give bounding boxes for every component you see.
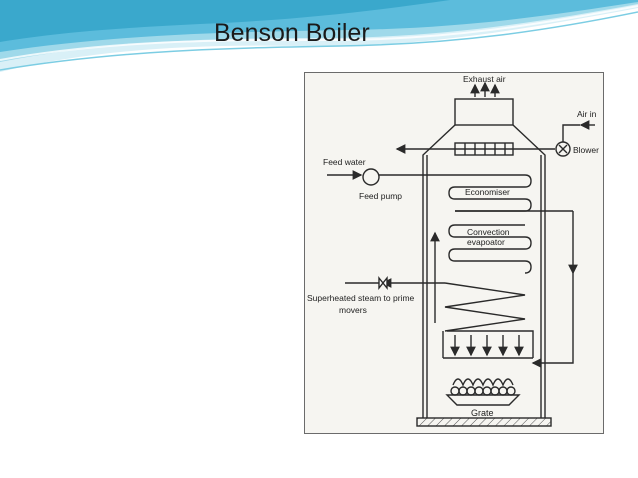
feed-pump-icon — [362, 168, 380, 186]
label-economiser: Economiser — [465, 187, 510, 197]
label-grate: Grate — [471, 408, 494, 418]
air-preheater — [454, 142, 514, 156]
label-feed-pump: Feed pump — [359, 191, 402, 201]
label-blower: Blower — [573, 145, 599, 155]
return-pipe — [531, 273, 574, 368]
label-superheated-steam: Superheated steam to prime — [307, 293, 415, 303]
label-feed-water: Feed water — [323, 157, 366, 167]
chimney-outlet — [454, 98, 514, 126]
boiler-shell-right — [512, 124, 546, 418]
air-in-duct — [562, 124, 580, 142]
slide-title: Benson Boiler — [214, 19, 370, 47]
grate-icon — [445, 394, 521, 406]
label-air-in: Air in — [577, 109, 597, 119]
header-wave-decoration — [0, 0, 638, 72]
boiler-shell-left — [422, 124, 456, 418]
benson-boiler-diagram: Exhaust air Air in Blower Feed water Fee… — [304, 72, 604, 434]
label-convection: Convection — [467, 227, 510, 237]
boiler-schematic: Exhaust air Air in Blower Feed water Fee… — [307, 74, 599, 427]
label-exhaust-air: Exhaust air — [463, 74, 506, 84]
fire-flames — [452, 378, 514, 387]
foundation — [416, 417, 552, 427]
convection-evaporator-coil — [448, 224, 532, 274]
label-movers: movers — [339, 305, 367, 315]
economiser-coil — [448, 174, 532, 212]
superheater-coil — [444, 282, 526, 332]
stop-valve-icon — [378, 276, 388, 290]
label-evaporator: evapoator — [467, 237, 505, 247]
